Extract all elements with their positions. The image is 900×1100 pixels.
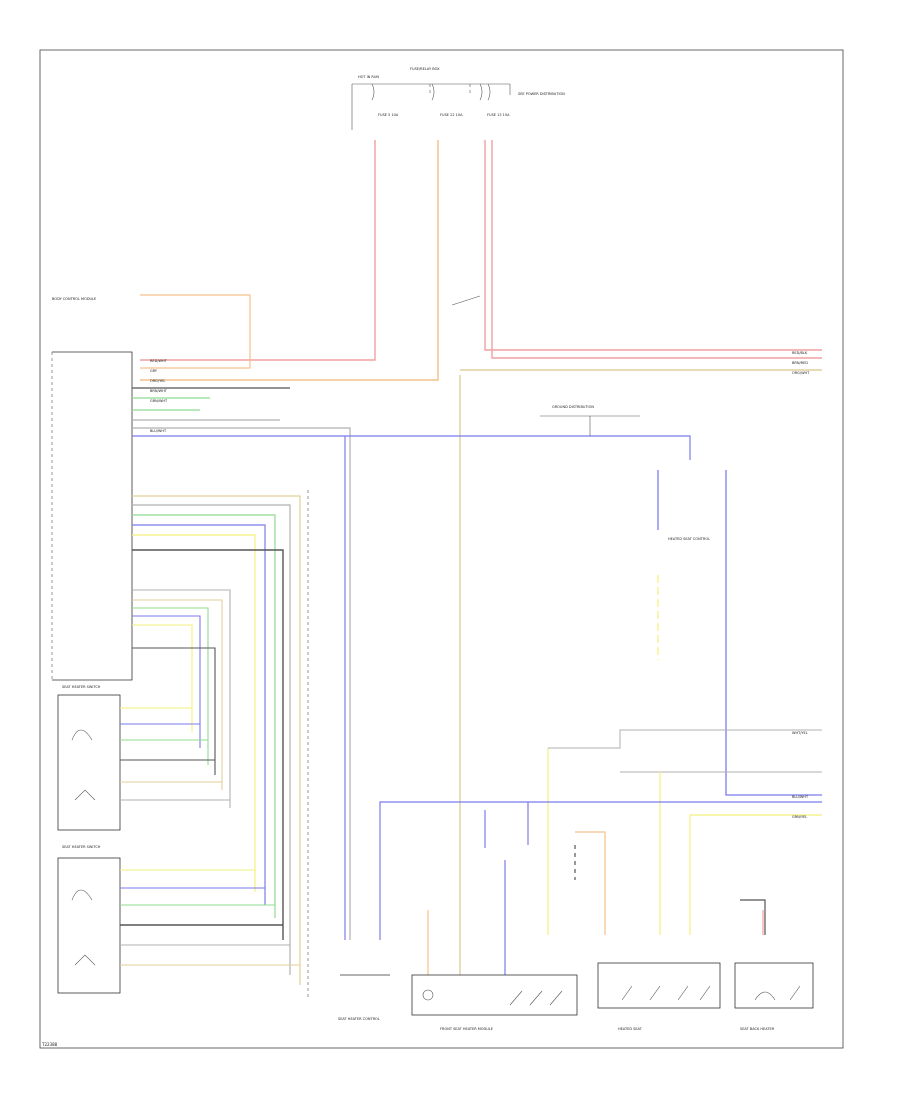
wire-label-2: GRY — [150, 369, 158, 373]
wire-blue-3 — [132, 524, 266, 905]
right-label-6: GRN/YEL — [792, 815, 807, 819]
right-label-2: BRN/RED — [792, 361, 808, 365]
fuse-c-label: FUSE 13 15A — [487, 113, 510, 117]
wire-red-2 — [484, 140, 822, 351]
seat-heater-switch-left: SEAT HEATER SWITCH — [57, 685, 121, 831]
right-label-1: RED/BLK — [792, 351, 808, 355]
diagram-code: T22388 — [41, 1042, 58, 1047]
heater-control-label: HEATED SEAT CONTROL — [668, 537, 710, 541]
wire-gray-2 — [132, 427, 351, 940]
wire-gray-3 — [132, 504, 291, 975]
bottom-component-3: HEATED SEAT — [597, 962, 721, 1031]
wire-gray-4 — [132, 589, 231, 808]
wire-red-1 — [140, 140, 376, 361]
seat-right-label: SEAT HEATER SWITCH — [62, 845, 101, 849]
fuse-a-label: FUSE 5 10A — [378, 113, 399, 117]
wire-blue-1 — [132, 435, 691, 460]
seat-heater-switch-right: SEAT HEATER SWITCH — [57, 845, 121, 994]
bottom-label-4: SEAT BACK HEATER — [740, 1027, 775, 1031]
fuse-block-label: FUSE/RELAY BOX — [410, 67, 440, 71]
wire-red-3 — [491, 140, 822, 359]
wire-label-5: GRN/WHT — [150, 399, 168, 403]
diagram-frame — [39, 49, 844, 1049]
bottom-component-1: SEAT HEATER CONTROL — [338, 974, 390, 1021]
wire-orange-2 — [140, 294, 251, 369]
bottom-label-1: SEAT HEATER CONTROL — [338, 1017, 380, 1021]
module-label: BODY CONTROL MODULE — [52, 297, 96, 301]
bottom-component-4: SEAT BACK HEATER — [734, 962, 814, 1031]
wire-tan-4 — [132, 599, 223, 790]
wire-yellow-1 — [132, 534, 256, 892]
side-note-label: SEE POWER DISTRIBUTION — [518, 92, 565, 96]
right-label-4: WHT/YEL — [792, 731, 808, 735]
wire-label-6: BLU/WHT — [150, 429, 167, 433]
wire-dark-3 — [132, 647, 216, 775]
bottom-label-2: FRONT SEAT HEATER MODULE — [440, 1027, 493, 1031]
wire-yellow-2 — [132, 624, 193, 732]
wire-green-4 — [132, 607, 209, 765]
wire-orange-1 — [140, 140, 439, 381]
seat-left-label: SEAT HEATER SWITCH — [62, 685, 101, 689]
wire-blue-4 — [132, 615, 201, 748]
wire-label-1: RED/WHT — [150, 359, 168, 363]
wire-label-3: ORG/YEL — [150, 379, 165, 383]
bottom-component-2: FRONT SEAT HEATER MODULE — [411, 974, 578, 1031]
ground-dist-label: GROUND DISTRIBUTION — [552, 405, 594, 409]
hot-in-run-label: HOT IN RUN — [358, 75, 379, 79]
fuse-b-label: FUSE 22 10A — [440, 113, 463, 117]
ground-distribution: GROUND DISTRIBUTION — [540, 405, 640, 436]
bottom-label-3: HEATED SEAT — [618, 1027, 643, 1031]
right-label-5: BLU/WHT — [792, 795, 809, 799]
wire-dark-2 — [132, 549, 284, 940]
fuse-block: FUSE/RELAY BOX HOT IN RUN FUSE 5 10A FUS… — [351, 67, 565, 130]
wire-label-4: BRN/WHT — [150, 389, 168, 393]
wire-green-3 — [132, 514, 276, 918]
body-control-module: BODY CONTROL MODULE — [51, 297, 133, 681]
wire-tan-3 — [132, 495, 301, 985]
right-label-3: ORG/WHT — [792, 371, 810, 375]
